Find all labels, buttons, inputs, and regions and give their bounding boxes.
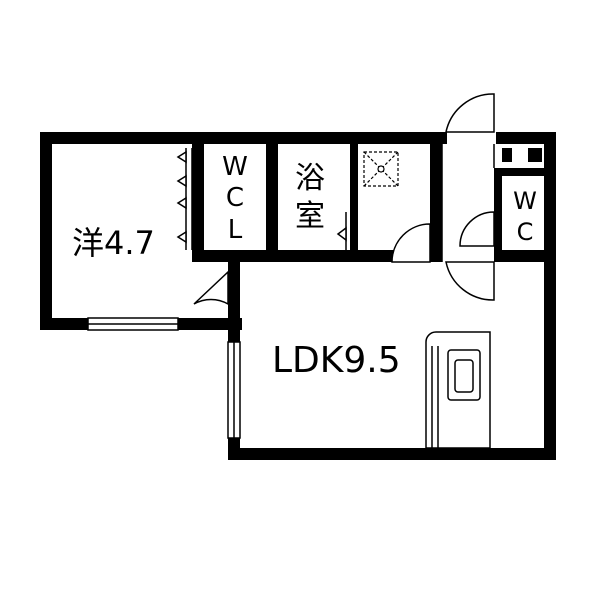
bath-label-char-2: 室: [295, 199, 325, 234]
door-toilet: [459, 211, 495, 247]
entrance-hall-lines: [441, 144, 495, 262]
bath-label-char-1: 浴: [295, 161, 325, 196]
western-room-label: 洋4.7: [72, 224, 155, 262]
kitchen-sink-icon: [425, 331, 491, 449]
window-icon: [87, 317, 241, 439]
wall-bath-right: [350, 144, 358, 262]
wall-ldk-left-a: [228, 262, 240, 342]
sliding-door-icon: [336, 212, 347, 250]
door-swing-icon: [193, 93, 495, 306]
pipe-shaft-right: [528, 148, 542, 162]
toilet-label-char-2: C: [517, 218, 534, 246]
wall-top-left: [40, 132, 447, 144]
wall-western-bottom-b: [178, 318, 242, 330]
wcl-label-char-3: L: [228, 215, 243, 245]
wall-wcl-right: [266, 144, 278, 262]
door-western: [193, 270, 229, 306]
door-entrance: [445, 93, 495, 133]
pipe-shafts: [502, 148, 542, 162]
walls: [40, 132, 556, 460]
wcl-label-char-1: W: [222, 152, 248, 182]
wall-toilet-left: [494, 168, 502, 262]
wall-partition-toilet-bottom: [496, 250, 556, 262]
closet-door-marker-icon: [176, 148, 193, 250]
pipe-shaft-left: [502, 148, 512, 162]
wall-left: [40, 132, 52, 330]
door-hall: [445, 261, 495, 301]
wall-right: [544, 132, 556, 460]
door-washroom: [391, 223, 431, 263]
wall-toilet-top: [494, 168, 556, 176]
wall-bottom: [228, 448, 556, 460]
wall-western-bottom-a: [40, 318, 88, 330]
wall-wash-right: [430, 144, 442, 262]
wcl-label-char-2: C: [226, 183, 244, 213]
wall-partition-horizontal: [192, 250, 440, 262]
wall-western-right: [192, 144, 204, 262]
ldk-label: LDK9.5: [272, 340, 401, 381]
wall-ldk-left-b: [228, 438, 240, 460]
washer-pan-icon: [363, 151, 399, 187]
toilet-label-char-1: W: [513, 187, 537, 215]
wall-top-right: [496, 132, 556, 144]
sink-inner: [454, 359, 474, 393]
